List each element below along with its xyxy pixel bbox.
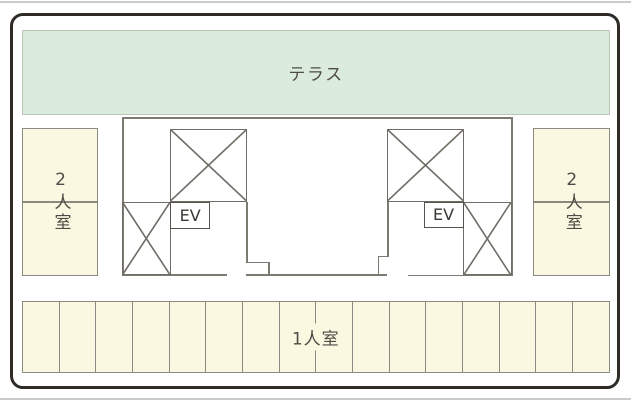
wall-core-left xyxy=(122,117,124,276)
door-jamb-right-step xyxy=(377,255,380,276)
single-room-cell xyxy=(316,302,353,372)
x-mark-icon xyxy=(123,203,170,274)
single-room-cell xyxy=(170,302,207,372)
terrace-area: テラス xyxy=(22,30,610,115)
elevator-left-label: EV xyxy=(179,205,201,225)
single-room-cell xyxy=(426,302,463,372)
terrace-label: テラス xyxy=(288,65,344,85)
wall-core-top xyxy=(122,117,513,119)
single-room-cell xyxy=(243,302,280,372)
room-2person-left-label: 2人室 xyxy=(50,170,71,234)
single-room-cell xyxy=(133,302,170,372)
x-mark-icon xyxy=(171,130,246,201)
wall-core-right xyxy=(511,117,513,276)
shaft-box-left-lower xyxy=(122,201,171,275)
single-room-cell xyxy=(500,302,537,372)
single-room-cell xyxy=(463,302,500,372)
room-divider-right xyxy=(534,201,609,203)
door-jamb-right-horizontal xyxy=(377,255,389,258)
single-room-band xyxy=(22,301,610,373)
single-room-cell xyxy=(206,302,243,372)
door-jamb-right-vertical xyxy=(387,201,389,257)
room-2person-left: 2人室 xyxy=(22,128,98,276)
top-rule xyxy=(0,1,631,3)
single-room-cell xyxy=(390,302,427,372)
elevator-box-right: EV xyxy=(423,201,464,228)
single-room-cell xyxy=(96,302,133,372)
room-divider-left xyxy=(23,201,97,203)
single-room-cell xyxy=(280,302,317,372)
shaft-box-right-lower xyxy=(463,201,512,275)
wall-bottom-left-segment xyxy=(122,274,227,276)
elevator-right-label: EV xyxy=(432,205,455,225)
shaft-box-left-upper xyxy=(170,129,247,202)
single-room-cell xyxy=(573,302,609,372)
x-mark-icon xyxy=(388,130,463,201)
wall-bottom-center-segment xyxy=(246,274,387,276)
wall-bottom-right-segment xyxy=(408,274,512,277)
shaft-box-right-upper xyxy=(387,129,465,202)
single-room-cell xyxy=(23,302,60,372)
room-2person-right: 2人室 xyxy=(533,128,610,276)
single-room-cell xyxy=(60,302,97,372)
single-room-cell xyxy=(536,302,573,372)
door-jamb-left-vertical xyxy=(246,201,248,263)
room-2person-right-label: 2人室 xyxy=(561,170,582,234)
door-jamb-left-horizontal xyxy=(246,261,270,264)
elevator-box-left: EV xyxy=(170,201,211,229)
door-jamb-left-step xyxy=(268,261,270,276)
x-mark-icon xyxy=(464,203,511,275)
single-room-cell xyxy=(353,302,390,372)
bottom-rule xyxy=(0,398,631,400)
